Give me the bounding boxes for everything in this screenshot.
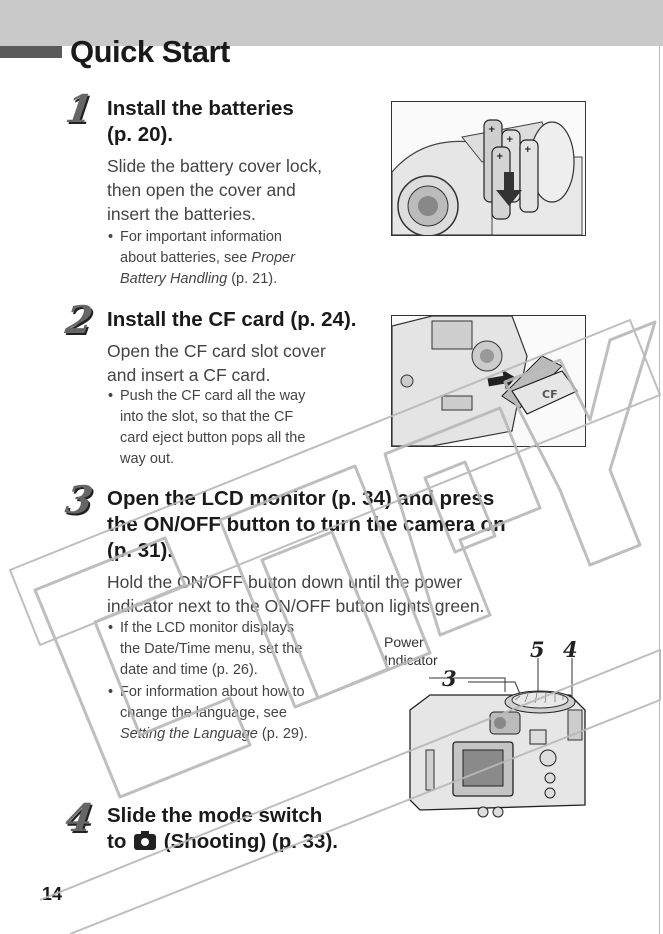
step-3-heading-line3: (p. 31). <box>107 539 174 562</box>
step-2-heading: Install the CF card (p. 24). <box>107 308 357 331</box>
step-3-heading-line2: the ON/OFF button to turn the camera on <box>107 513 506 536</box>
step-3-note2-line2: change the language, see <box>120 705 287 721</box>
bullet: • <box>108 388 114 404</box>
step-3-note-2: • For information about how to change th… <box>108 682 308 745</box>
bullet: • <box>108 620 114 636</box>
power-indicator-leader <box>429 677 506 692</box>
step-2-note-line4: way out. <box>120 451 174 467</box>
step-4-heading: Slide the mode switch to (Shooting) (p. … <box>107 803 338 855</box>
step-1-note: • For important information about batter… <box>108 227 295 290</box>
step-3-note1-line2: the Date/Time menu, set the <box>120 641 303 657</box>
camera-icon <box>134 831 157 850</box>
page-number: 14 <box>42 884 63 904</box>
step-3-heading-line1: Open the LCD monitor (p. 34) and press <box>107 487 495 510</box>
step-3-note2-line1: For information about how to <box>120 684 305 700</box>
step-2-body-line1: Open the CF card slot cover <box>107 341 326 361</box>
step-3-number: 3 <box>62 477 96 522</box>
step-1-body-line3: insert the batteries. <box>107 204 256 224</box>
step-4-heading-line1: Slide the mode switch <box>107 804 323 827</box>
step-3-body: Hold the ON/OFF button down until the po… <box>107 570 484 618</box>
step-2-note-line1: Push the CF card all the way <box>120 388 306 404</box>
bullet: • <box>108 684 114 700</box>
step-1-note-line3: Battery Handling (p. 21). <box>120 271 278 287</box>
step-2-body-line2: and insert a CF card. <box>107 365 271 385</box>
step-1-body-line1: Slide the battery cover lock, <box>107 156 322 176</box>
page-edge-line <box>659 46 660 934</box>
step-3-body-line2: indicator next to the ON/OFF button ligh… <box>107 596 485 616</box>
step-3-body-line1: Hold the ON/OFF button down until the po… <box>107 572 463 592</box>
step-1-heading-line1: Install the batteries <box>107 97 294 120</box>
step-4-heading-line2: to (Shooting) (p. 33). <box>107 830 338 853</box>
step-1-body-line2: then open the cover and <box>107 180 296 200</box>
svg-text:+: + <box>496 152 504 162</box>
step-4-number: 4 <box>62 795 96 840</box>
step-3-note1-line1: If the LCD monitor displays <box>120 620 295 636</box>
step-1-heading-line2: (p. 20). <box>107 123 174 146</box>
step-2-note-line3: card eject button pops all the <box>120 430 306 446</box>
step-1-note-line1: For important information <box>120 229 282 245</box>
svg-text:+: + <box>488 125 496 135</box>
camera-back-illustration <box>409 658 586 818</box>
step-1-heading: Install the batteries (p. 20). <box>107 96 294 148</box>
page-title: Quick Start <box>70 34 230 69</box>
svg-text:CF: CF <box>542 388 558 401</box>
bullet: • <box>108 229 114 245</box>
step-2-number: 2 <box>62 297 96 342</box>
step-3-heading: Open the LCD monitor (p. 34) and press t… <box>107 486 506 564</box>
step-1-body: Slide the battery cover lock, then open … <box>107 154 322 226</box>
step-2-note: • Push the CF card all the way into the … <box>108 386 306 470</box>
step-3-note1-line3: date and time (p. 26). <box>120 662 258 678</box>
step-2-body: Open the CF card slot cover and insert a… <box>107 339 326 387</box>
battery-illustration: ++++ <box>392 102 585 235</box>
header-band <box>0 0 663 46</box>
svg-text:+: + <box>524 145 532 155</box>
cf-card-photo: CF <box>391 315 586 447</box>
step-3-note-1: • If the LCD monitor displays the Date/T… <box>108 618 303 681</box>
step-1-number: 1 <box>62 86 96 131</box>
title-bar-accent <box>0 46 62 58</box>
step-2-note-line2: into the slot, so that the CF <box>120 409 294 425</box>
svg-text:+: + <box>506 135 514 145</box>
step-3-note2-line3: Setting the Language (p. 29). <box>120 726 308 742</box>
cf-card-illustration: CF <box>392 316 585 446</box>
battery-photo: ++++ <box>391 101 586 236</box>
step-1-note-line2: about batteries, see Proper <box>120 250 295 266</box>
